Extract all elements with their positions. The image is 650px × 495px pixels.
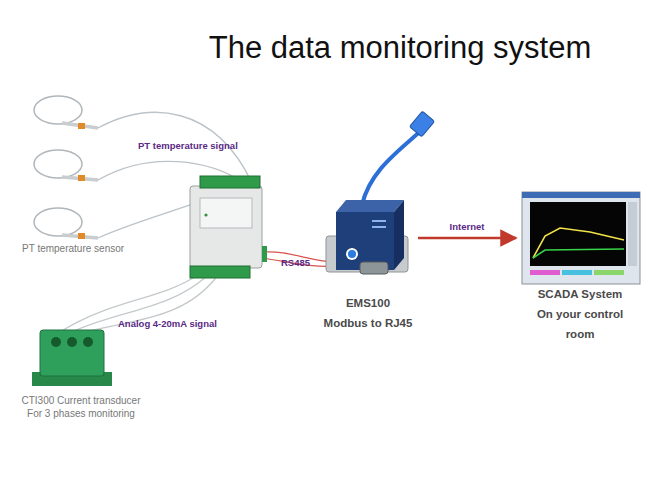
sensor-node: PT temperature sensor xyxy=(22,242,172,255)
node-label: CTI300 Current transducer For 3 phases m… xyxy=(20,394,142,420)
ethernet-cable xyxy=(362,128,424,205)
transducer-hole xyxy=(83,337,93,347)
device-logo xyxy=(348,250,356,258)
module-led xyxy=(204,213,207,216)
status-led xyxy=(372,226,386,228)
screen-window xyxy=(522,192,640,284)
status-led xyxy=(372,220,386,222)
analog-wires xyxy=(60,275,218,332)
probe-band xyxy=(78,233,85,239)
ems100-device xyxy=(326,111,435,274)
transducer-node: CTI300 Current transducer For 3 phases m… xyxy=(20,394,142,420)
analog-wire xyxy=(86,275,218,332)
signal-label: PT temperature signal xyxy=(138,140,238,151)
arrow-connector xyxy=(418,237,516,240)
screen-sidebar xyxy=(628,202,637,266)
gateway-node: EMS100Modbus to RJ45 xyxy=(318,176,418,333)
screen-bar xyxy=(562,270,592,275)
pt-sensor-probe xyxy=(34,150,98,181)
trend-curve xyxy=(533,249,624,258)
module-body xyxy=(190,186,262,268)
pt-sensor-probe xyxy=(34,208,98,239)
transducer-body xyxy=(40,330,104,376)
scada-screen xyxy=(522,192,640,284)
sensor-wires xyxy=(98,112,252,238)
signal-label: Analog 4-20mA signal xyxy=(118,318,217,329)
probe-band xyxy=(78,175,85,181)
node-label: On your control room xyxy=(530,304,630,344)
module-panel xyxy=(200,198,252,228)
device-side xyxy=(394,200,404,270)
transducer-hole xyxy=(51,337,61,347)
current-transducer xyxy=(32,330,112,386)
probe-cable-coil xyxy=(34,96,82,124)
node-label: PT temperature sensor xyxy=(22,242,124,255)
terminal-block xyxy=(190,266,250,278)
probe-cable-coil xyxy=(34,150,82,178)
node-label: SCADA System xyxy=(538,284,623,304)
db9-port xyxy=(360,262,388,274)
probe-band xyxy=(78,123,85,129)
signal-label: RS485 xyxy=(281,257,310,268)
screen-bar xyxy=(594,270,624,275)
terminal-block xyxy=(200,176,260,188)
device-front xyxy=(336,212,394,270)
terminal-block xyxy=(262,246,267,262)
probe-cable-coil xyxy=(34,208,82,236)
screen-bar xyxy=(530,270,560,275)
trend-curve xyxy=(533,228,624,258)
screen-titlebar xyxy=(522,192,640,198)
pt-sensor-probe xyxy=(34,96,98,129)
device-logo xyxy=(346,248,358,260)
probe-tip xyxy=(62,123,98,128)
scada-node: SCADA SystemOn your control room xyxy=(516,186,644,344)
connector-label: Internet xyxy=(450,221,485,232)
rj45-plug xyxy=(409,111,434,137)
sensor-wire xyxy=(98,112,252,183)
io-module xyxy=(190,176,267,278)
node-label: EMS100 xyxy=(346,293,390,313)
node-label: Modbus to RJ45 xyxy=(324,313,413,333)
diagram-title: The data monitoring system xyxy=(150,30,650,66)
trend-plot xyxy=(530,202,626,266)
device-top xyxy=(336,200,404,212)
transducer-hole xyxy=(67,337,77,347)
